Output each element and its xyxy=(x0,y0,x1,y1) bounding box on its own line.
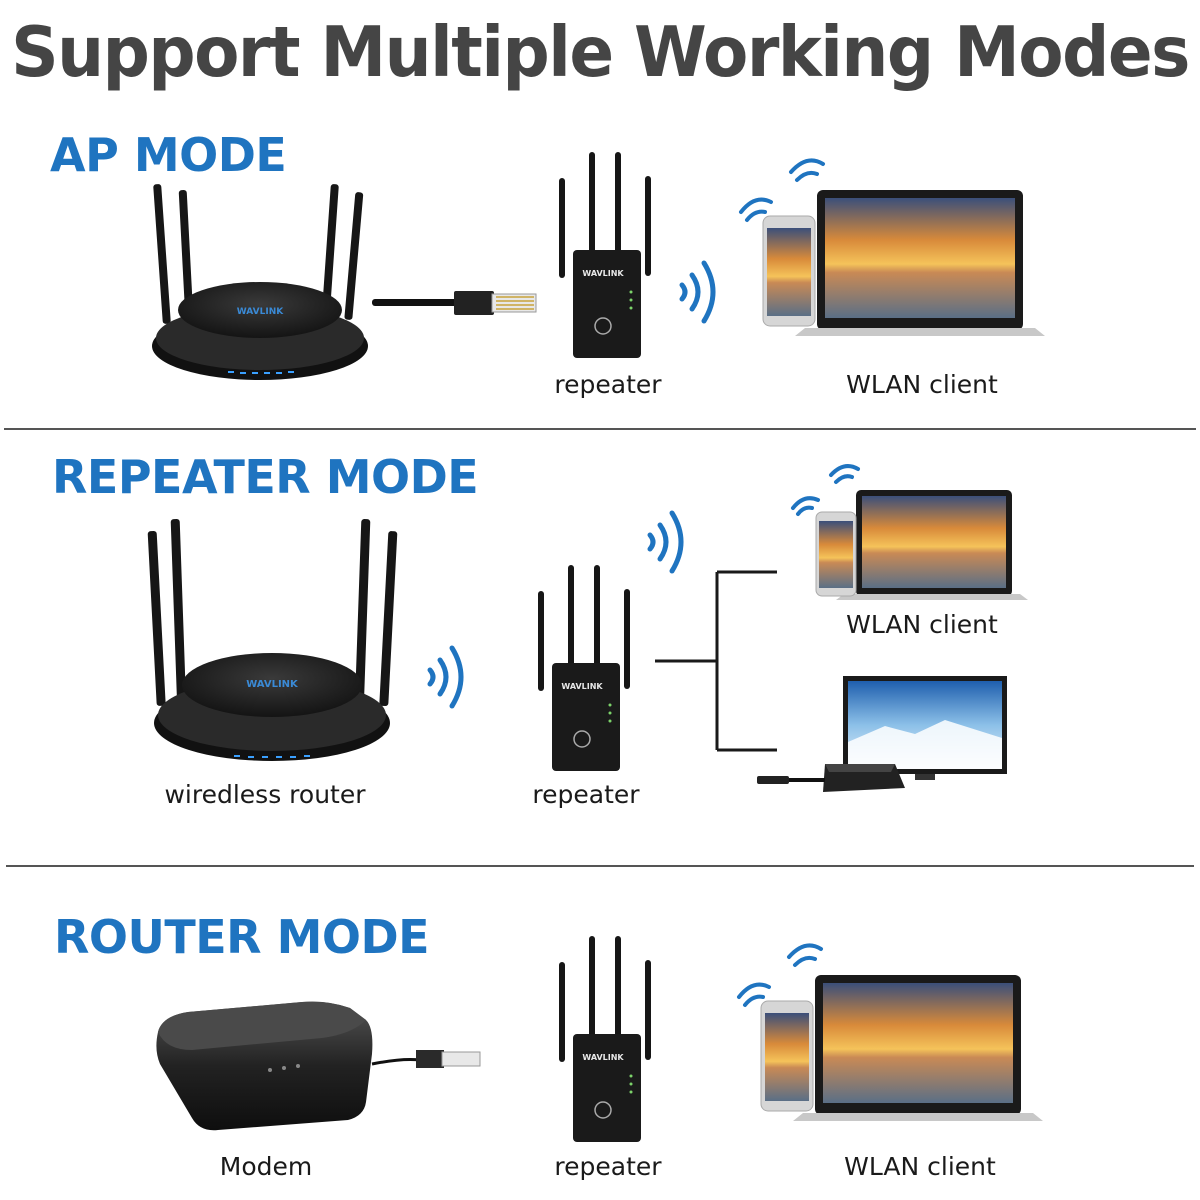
svg-text:WAVLINK: WAVLINK xyxy=(582,269,624,278)
router-mode-title: ROUTER MODE xyxy=(54,910,430,964)
svg-text:WAVLINK: WAVLINK xyxy=(237,307,284,317)
repeater-image: WAVLINK xyxy=(559,936,651,1142)
repeater-mode-title: REPEATER MODE xyxy=(52,450,479,504)
repeater-image: WAVLINK xyxy=(559,152,651,358)
wireless-router-image: WAVLINK xyxy=(147,518,398,761)
wlan-client-image xyxy=(737,943,1043,1121)
wifi-signal-icon xyxy=(679,260,716,324)
wlan-client-caption: WLAN client xyxy=(846,610,998,639)
svg-text:WAVLINK: WAVLINK xyxy=(246,679,299,690)
tv-settop-box-image xyxy=(757,676,1007,792)
wlan-client-image xyxy=(739,158,1045,336)
ethernet-cable-icon xyxy=(372,291,537,315)
repeater-caption: repeater xyxy=(532,780,640,809)
repeater-caption: repeater xyxy=(554,1152,662,1181)
router-image: WAVLINK xyxy=(152,184,368,380)
wlan-client-caption: WLAN client xyxy=(846,370,998,399)
repeater-image: WAVLINK xyxy=(538,565,630,771)
section-divider xyxy=(6,865,1194,867)
ap-mode-title: AP MODE xyxy=(50,128,287,182)
svg-text:WAVLINK: WAVLINK xyxy=(582,1053,624,1062)
page-title: Support Multiple Working Modes xyxy=(11,12,1190,93)
wifi-signal-icon xyxy=(427,645,464,709)
wlan-client-image xyxy=(791,464,1028,600)
wifi-signal-icon xyxy=(647,510,684,574)
modem-caption: Modem xyxy=(219,1152,313,1181)
wireless-router-caption: wiredless router xyxy=(164,780,366,809)
repeater-caption: repeater xyxy=(554,370,662,399)
svg-text:WAVLINK: WAVLINK xyxy=(561,682,603,691)
connection-lines xyxy=(655,570,777,752)
section-divider xyxy=(4,428,1196,430)
modem-image xyxy=(156,1001,481,1131)
wlan-client-caption: WLAN client xyxy=(844,1152,996,1181)
